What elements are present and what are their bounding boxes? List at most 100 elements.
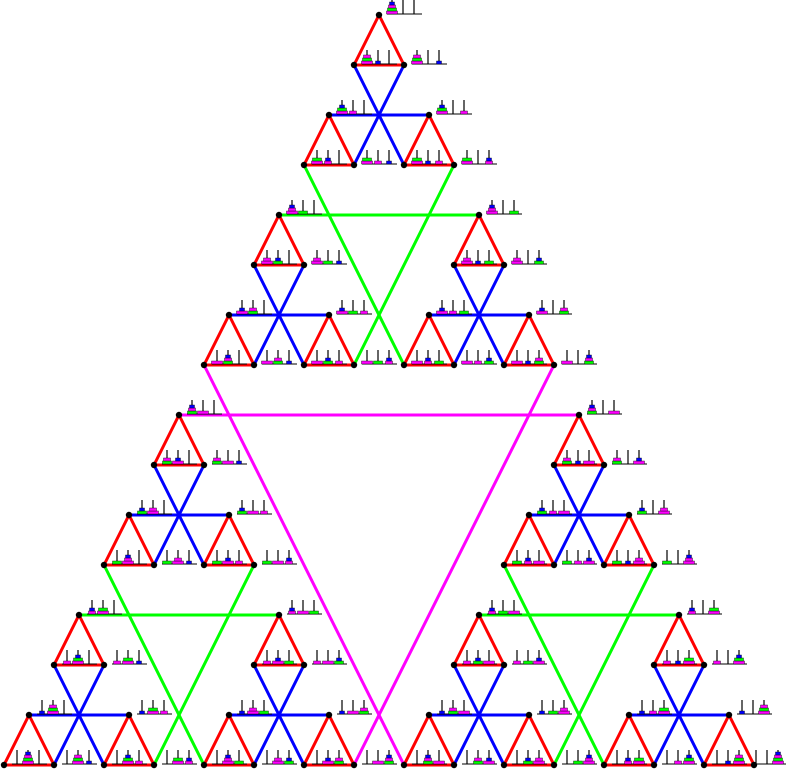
glyph-disk-4	[222, 760, 234, 765]
glyph-disk-3	[223, 360, 233, 365]
state-glyph	[461, 150, 497, 165]
glyph-disk-1	[289, 607, 295, 612]
glyph-disk-1	[286, 757, 292, 762]
glyph-disk-2	[735, 754, 743, 759]
glyph-disk-3	[212, 560, 222, 565]
glyph-disk-2	[760, 704, 768, 709]
glyph-disk-4	[386, 10, 398, 15]
move-edge-disk-1	[427, 713, 456, 767]
move-edge-disk-1	[327, 113, 356, 167]
state-node	[225, 511, 233, 519]
move-edge-disk-1	[102, 513, 131, 567]
glyph-disk-2	[313, 257, 321, 262]
glyph-disk-3	[23, 757, 33, 762]
state-node	[425, 311, 433, 319]
state-glyph	[312, 750, 347, 765]
glyph-disk-1	[425, 357, 431, 362]
glyph-disk-4	[172, 560, 184, 565]
state-node	[450, 261, 458, 269]
glyph-disk-4	[361, 160, 373, 165]
move-edge-disk-1	[327, 713, 356, 767]
glyph-disk-4	[222, 460, 234, 465]
state-node	[675, 611, 683, 619]
glyph-disk-1	[339, 307, 345, 312]
state-glyph	[311, 350, 347, 365]
state-glyph	[512, 650, 547, 665]
glyph-disk-2	[449, 310, 457, 315]
state-glyph	[361, 350, 397, 365]
glyph-disk-3	[123, 757, 133, 762]
glyph-disk-4	[72, 760, 84, 765]
glyph-disk-1	[139, 507, 145, 512]
state-node	[125, 711, 133, 719]
state-glyph	[237, 700, 272, 715]
state-node	[350, 361, 358, 369]
glyph-disk-1	[239, 507, 245, 512]
state-glyph	[662, 650, 697, 665]
state-node	[400, 61, 408, 69]
glyph-disk-3	[323, 260, 333, 265]
glyph-disk-4	[608, 410, 620, 415]
glyph-disk-4	[347, 710, 359, 715]
glyph-disk-1	[425, 754, 431, 759]
glyph-disk-1	[89, 607, 95, 612]
glyph-disk-4	[461, 360, 473, 365]
state-node	[325, 111, 333, 119]
state-node	[650, 561, 658, 569]
move-edge-disk-1	[727, 713, 756, 767]
glyph-disk-4	[147, 710, 159, 715]
glyph-disk-4	[172, 760, 184, 765]
state-glyph	[361, 150, 397, 165]
glyph-disk-1	[239, 307, 245, 312]
glyph-disk-1	[286, 557, 292, 562]
state-glyph	[562, 550, 597, 565]
state-glyph	[487, 600, 522, 615]
state-glyph	[662, 750, 697, 765]
glyph-disk-3	[537, 510, 547, 515]
glyph-disk-3	[98, 607, 108, 612]
state-node	[700, 661, 708, 669]
state-node	[200, 761, 208, 769]
state-glyph	[287, 600, 322, 615]
glyph-disk-2	[74, 754, 82, 759]
glyph-disk-3	[459, 310, 469, 315]
move-edge-disk-1	[402, 313, 431, 367]
state-node	[250, 561, 258, 569]
glyph-disk-2	[113, 660, 121, 665]
state-glyph	[537, 700, 572, 715]
glyph-disk-2	[188, 407, 196, 412]
glyph-disk-3	[112, 560, 122, 565]
glyph-disk-2	[313, 660, 321, 665]
glyph-disk-1	[186, 757, 192, 762]
glyph-disk-1	[125, 554, 131, 559]
glyph-disk-3	[162, 560, 172, 565]
glyph-disk-3	[173, 757, 183, 762]
glyph-disk-2	[513, 257, 521, 262]
state-node	[500, 561, 508, 569]
glyph-disk-1	[189, 404, 195, 409]
glyph-disk-4	[322, 760, 334, 765]
move-edge-disk-1	[227, 313, 256, 367]
glyph-disk-4	[261, 260, 273, 265]
state-glyph	[362, 750, 397, 765]
move-edge-disk-1	[52, 613, 81, 667]
glyph-disk-4	[583, 460, 595, 465]
glyph-disk-1	[336, 260, 342, 265]
glyph-disk-3	[248, 310, 258, 315]
glyph-disk-1	[586, 754, 592, 759]
state-node	[150, 561, 158, 569]
state-glyph	[112, 650, 147, 665]
state-glyph	[112, 550, 147, 565]
glyph-disk-4	[433, 760, 445, 765]
glyph-disk-3	[548, 710, 558, 715]
glyph-disk-4	[72, 660, 84, 665]
move-edge-disk-1	[402, 113, 431, 167]
glyph-disk-4	[733, 660, 745, 665]
state-node	[250, 261, 258, 269]
glyph-disk-4	[272, 760, 284, 765]
state-node	[150, 761, 158, 769]
state-glyph	[311, 250, 347, 265]
glyph-disk-4	[536, 310, 548, 315]
state-node	[0, 761, 8, 769]
state-glyph	[637, 500, 672, 515]
